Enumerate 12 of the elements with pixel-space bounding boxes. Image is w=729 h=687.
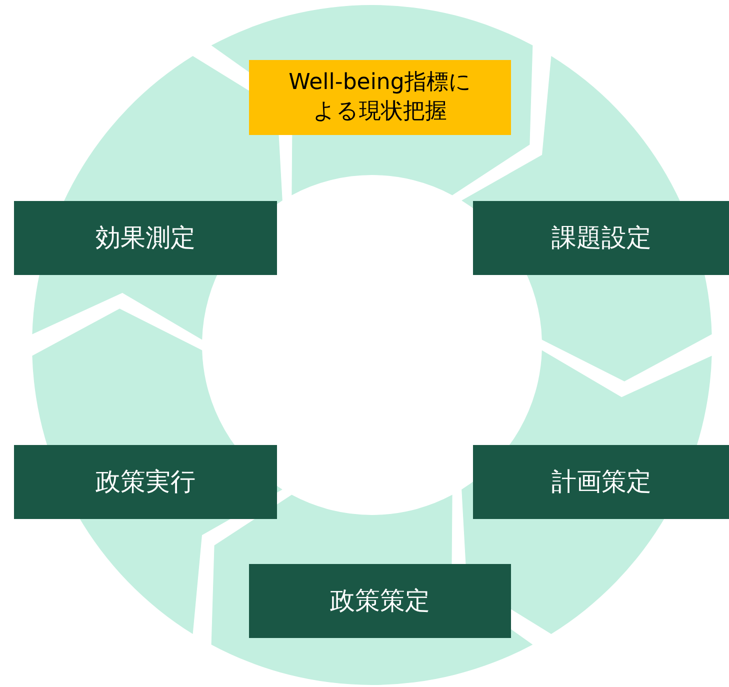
box-label: Well-being指標による現状把握 (288, 68, 472, 126)
box-label: 計画策定 (552, 466, 652, 498)
box-label: 政策策定 (330, 584, 430, 617)
process-box (14, 201, 277, 275)
process-box (473, 445, 729, 519)
box-label: 課題設定 (552, 222, 652, 254)
box-label: 効果測定 (96, 222, 196, 254)
process-box (14, 445, 277, 519)
process-box (473, 201, 729, 275)
highlight-box (249, 60, 511, 135)
box-label: 政策実行 (96, 466, 196, 498)
process-box (249, 564, 511, 638)
